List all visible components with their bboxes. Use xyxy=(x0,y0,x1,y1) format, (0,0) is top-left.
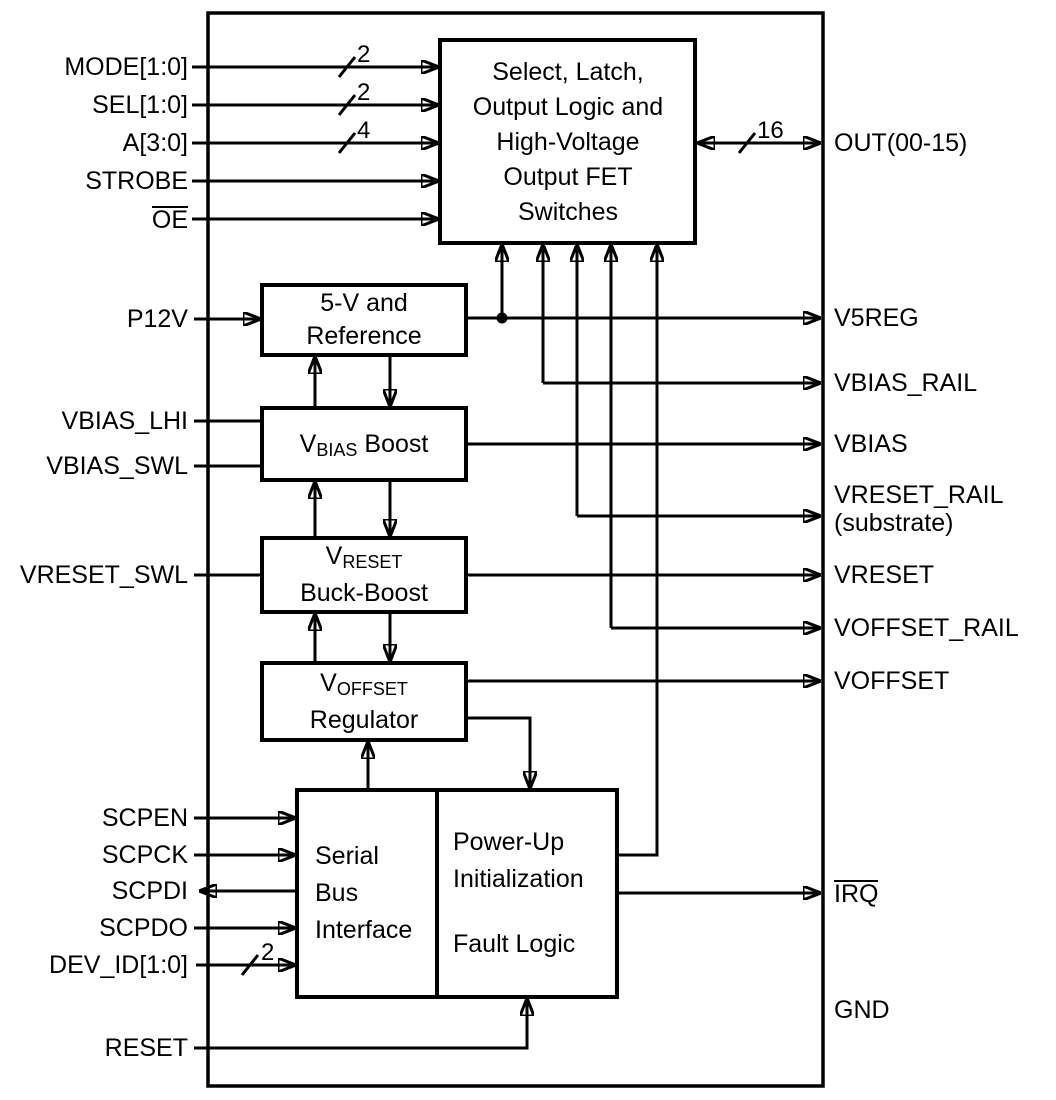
pin-label-sel: SEL[1:0] xyxy=(92,91,188,119)
pin-label-irq: IRQ xyxy=(834,880,879,908)
select-latch-line5: Switches xyxy=(517,197,619,226)
bus-width-sel: 2 xyxy=(357,79,371,106)
bus-width-dev-id: 2 xyxy=(261,939,275,966)
pin-label-scpen: SCPEN xyxy=(101,804,188,832)
bus-width-a: 4 xyxy=(357,117,371,144)
irq-overline-text: IRQ xyxy=(834,880,879,908)
bus-tick-out xyxy=(737,132,757,154)
pin-label-scpdo: SCPDO xyxy=(99,914,188,942)
pin-label-v5reg: V5REG xyxy=(834,304,919,332)
block-label-voffset-regulator: VOFFSET Regulator xyxy=(264,665,464,738)
bus-width-out: 16 xyxy=(757,117,784,144)
serial-bus-line2: Bus xyxy=(315,879,359,907)
vreset-rail-text: VRESET_RAIL xyxy=(834,481,1004,509)
pin-label-vbias-lhi: VBIAS_LHI xyxy=(61,407,188,435)
pin-label-scpck: SCPCK xyxy=(101,841,188,869)
block-label-vreset-buck-boost: VRESET Buck-Boost xyxy=(264,540,464,610)
block-5v-reference xyxy=(260,283,468,357)
pin-label-out: OUT(00-15) xyxy=(834,129,968,157)
bus-tick-mode xyxy=(337,56,357,78)
wire-voffset-to-powerup xyxy=(466,716,530,788)
pin-label-oe: OE xyxy=(8,206,188,233)
vreset-rail-substrate: (substrate) xyxy=(834,509,954,537)
wire-reset xyxy=(194,999,527,1050)
powerup-line3: Fault Logic xyxy=(453,930,576,958)
pin-label-gnd: GND xyxy=(834,996,890,1024)
vreset-bb-line2: Buck-Boost xyxy=(300,579,428,607)
powerup-line1: Power-Up xyxy=(453,828,565,856)
bus-tick-a xyxy=(337,132,357,154)
pin-label-vbias-rail: VBIAS_RAIL xyxy=(834,369,978,397)
block-voffset-regulator xyxy=(260,661,468,742)
pin-label-p12v: P12V xyxy=(126,305,188,333)
chip-outline xyxy=(206,11,825,1088)
pin-label-voffset-rail: VOFFSET_RAIL xyxy=(834,614,1019,642)
pin-label-scpdi: SCPDI xyxy=(111,877,188,905)
bus-tick-sel xyxy=(337,94,357,116)
pin-label-voffset: VOFFSET xyxy=(834,667,950,695)
block-label-serial-bus: Serial Bus Interface xyxy=(315,792,435,995)
voffset-reg-line2: Regulator xyxy=(309,705,419,734)
vreset-bb-line1: VRESET xyxy=(325,542,403,572)
pin-label-dev-id: DEV_ID[1:0] xyxy=(49,951,188,979)
pin-label-vreset: VRESET xyxy=(834,561,935,589)
serial-bus-line1: Serial xyxy=(315,842,379,870)
pin-label-strobe: STROBE xyxy=(85,167,188,195)
bus-tick-dev-id xyxy=(240,954,260,976)
block-label-select-latch: Select, Latch, Output Logic and High-Vol… xyxy=(444,44,692,240)
serial-bus-line3: Interface xyxy=(315,916,413,944)
pin-label-vreset-swl: VRESET_SWL xyxy=(19,561,188,589)
pin-label-a: A[3:0] xyxy=(122,129,188,157)
block-label-powerup-fault: Power-Up Initialization Fault Logic xyxy=(453,792,615,995)
5v-ref-line2: Reference xyxy=(306,322,422,350)
block-label-5v-reference: 5-V and Reference xyxy=(264,287,464,353)
oe-overline-text: OE xyxy=(151,206,188,234)
select-latch-line4: Output FET xyxy=(503,162,633,191)
select-latch-line1: Select, Latch, xyxy=(492,57,644,86)
block-select-latch xyxy=(438,38,697,245)
powerup-line2: Initialization xyxy=(453,865,584,893)
junction-dot-v5reg xyxy=(496,312,508,324)
pin-label-reset: RESET xyxy=(104,1034,188,1062)
bus-width-mode: 2 xyxy=(357,41,371,68)
pin-label-vbias-swl: VBIAS_SWL xyxy=(46,452,188,480)
voffset-reg-line1: VOFFSET xyxy=(320,668,408,699)
select-latch-line3: High-Voltage xyxy=(496,127,640,156)
wire-powerup-to-switches xyxy=(617,245,657,857)
pin-label-mode: MODE[1:0] xyxy=(64,53,188,81)
pin-label-vbias: VBIAS xyxy=(834,430,908,458)
pin-label-vreset-rail: VRESET_RAIL (substrate) xyxy=(834,481,1004,537)
5v-ref-line1: 5-V and xyxy=(320,289,408,317)
select-latch-line2: Output Logic and xyxy=(472,92,664,121)
